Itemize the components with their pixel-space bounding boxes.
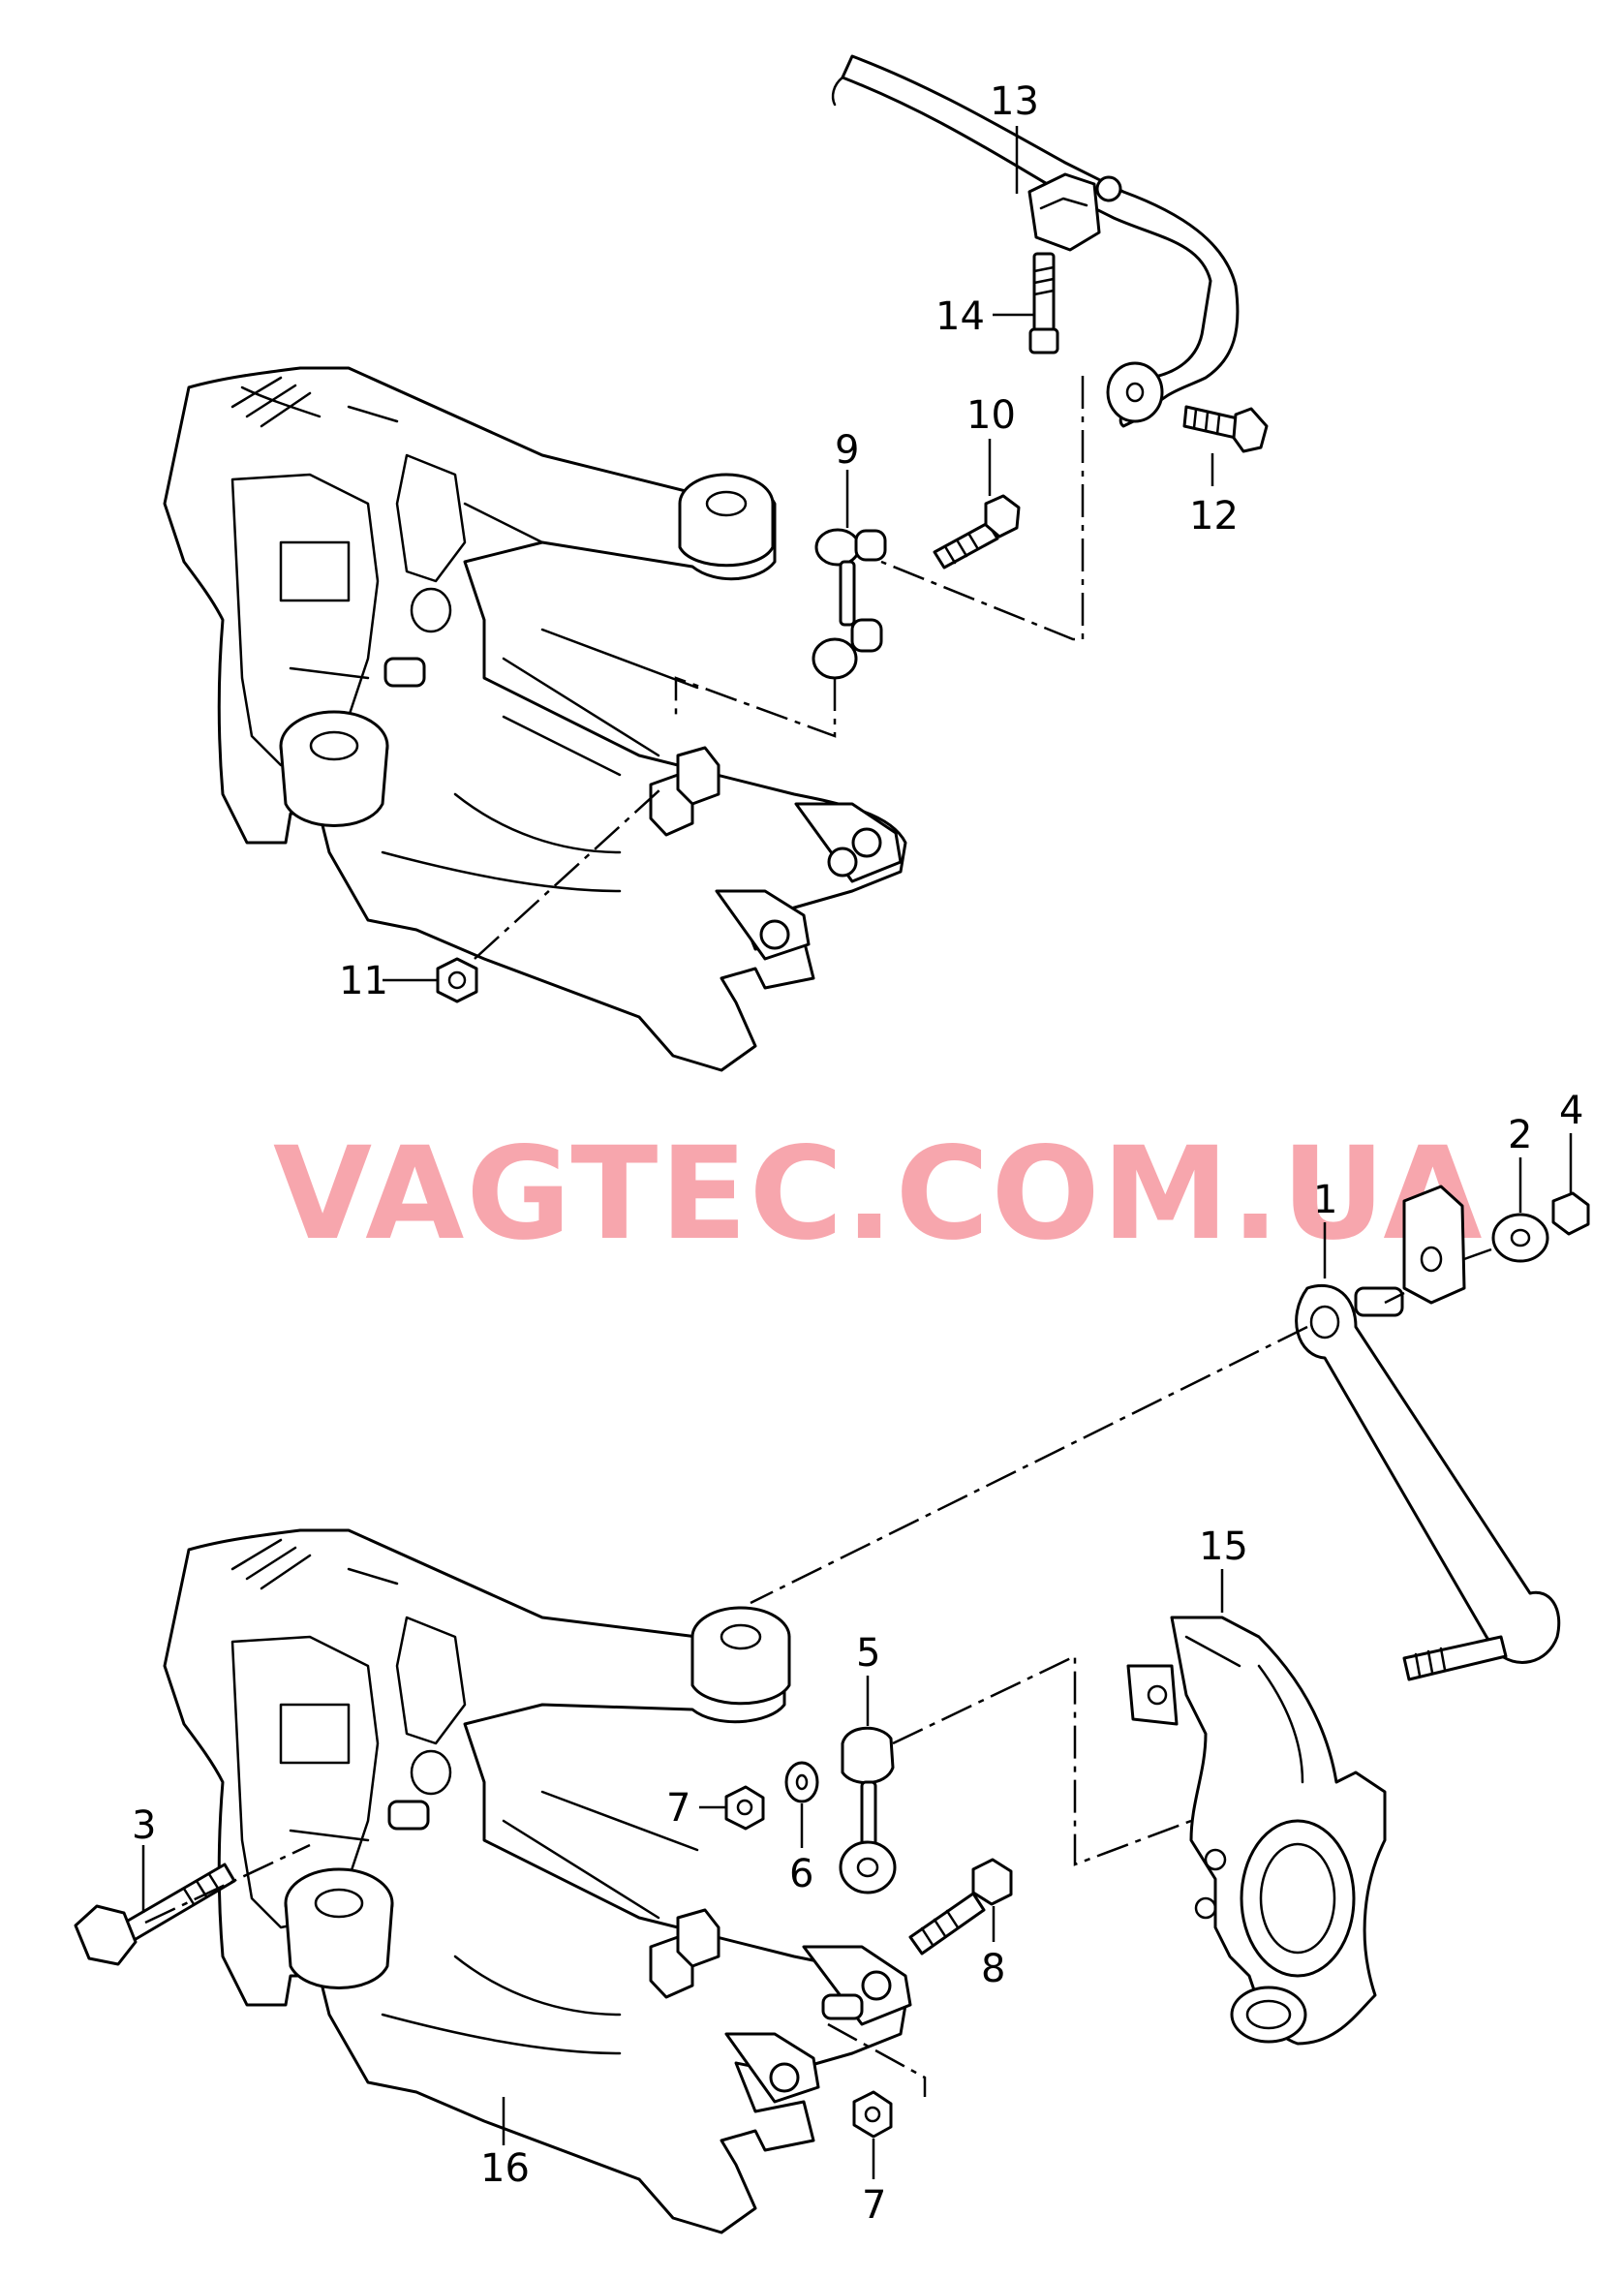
assembly-line-top-2	[674, 676, 837, 738]
nut-4[interactable]	[1551, 1191, 1590, 1236]
bar-mount-brackets-bottom[interactable]	[649, 1908, 912, 2104]
assembly-line-bottom-4	[827, 2022, 927, 2097]
washer-6[interactable]	[784, 1761, 819, 1803]
nut-11[interactable]	[436, 957, 478, 1003]
callout-7-lower: 7	[862, 2183, 886, 2228]
bolt-3[interactable]	[74, 1863, 236, 1966]
callout-11: 11	[339, 959, 388, 1003]
bolt-12[interactable]	[1182, 405, 1269, 453]
bolt-10[interactable]	[933, 494, 1021, 570]
assembly-line-bottom-5	[1384, 1247, 1492, 1305]
callout-labels: 13 14 12 10 9 11 1 2 4 15 5 3 7 6 8 7 16	[132, 79, 1583, 2228]
callout-5: 5	[856, 1631, 880, 1676]
subframe-bushing-bottom[interactable]	[690, 1606, 791, 1706]
bolt-8[interactable]	[908, 1858, 1013, 1956]
callout-8: 8	[981, 1947, 1005, 1991]
callout-13: 13	[990, 79, 1039, 124]
watermark: VAGTEC.COM.UA	[273, 1120, 1484, 1269]
callout-7-upper: 7	[666, 1786, 690, 1831]
subframe-bushing-front-top[interactable]	[279, 710, 389, 827]
callout-15: 15	[1199, 1524, 1248, 1569]
callout-6: 6	[789, 1852, 813, 1896]
nut-7-upper[interactable]	[724, 1785, 765, 1831]
bracket-plate[interactable]	[1402, 1185, 1466, 1305]
subframe-bushing-top[interactable]	[678, 473, 775, 568]
washer-2[interactable]	[1491, 1213, 1549, 1263]
leader-lines	[141, 126, 1573, 2179]
callout-4: 4	[1559, 1089, 1583, 1133]
bar-mount-brackets-top[interactable]	[649, 746, 903, 961]
coupling-link-9[interactable]	[812, 528, 887, 680]
callout-9: 9	[835, 428, 859, 473]
top-assembly	[163, 54, 1269, 1072]
link-1-stud[interactable]	[1402, 1635, 1508, 1681]
assembly-line-top-1	[880, 376, 1085, 641]
coupling-link-5[interactable]	[839, 1726, 897, 1894]
callout-1: 1	[1313, 1178, 1337, 1222]
bottom-assembly	[74, 1185, 1590, 2234]
bolt-14[interactable]	[1028, 252, 1059, 354]
subframe-bolt-bottom[interactable]	[387, 1800, 430, 1831]
callout-14: 14	[935, 294, 985, 339]
callout-3: 3	[132, 1803, 156, 1848]
assembly-line-top-3	[474, 788, 661, 960]
callout-2: 2	[1508, 1113, 1532, 1157]
subframe-top[interactable]	[163, 366, 907, 1072]
nut-7-lower[interactable]	[852, 2090, 893, 2139]
subframe-bushing-front-bottom[interactable]	[284, 1867, 394, 1989]
subframe-bolt-top[interactable]	[383, 657, 426, 688]
link-1[interactable]	[1295, 1283, 1561, 1664]
wheel-carrier-15[interactable]	[1126, 1616, 1387, 2046]
callout-12: 12	[1189, 494, 1239, 539]
assembly-line-bottom-1	[750, 1325, 1308, 1605]
callout-10: 10	[966, 393, 1016, 438]
bar-clamp[interactable]	[1027, 172, 1122, 252]
callout-16: 16	[480, 2146, 530, 2191]
assembly-line-bottom-3	[144, 1843, 311, 1925]
stabilizer-bar[interactable]	[831, 54, 1240, 428]
